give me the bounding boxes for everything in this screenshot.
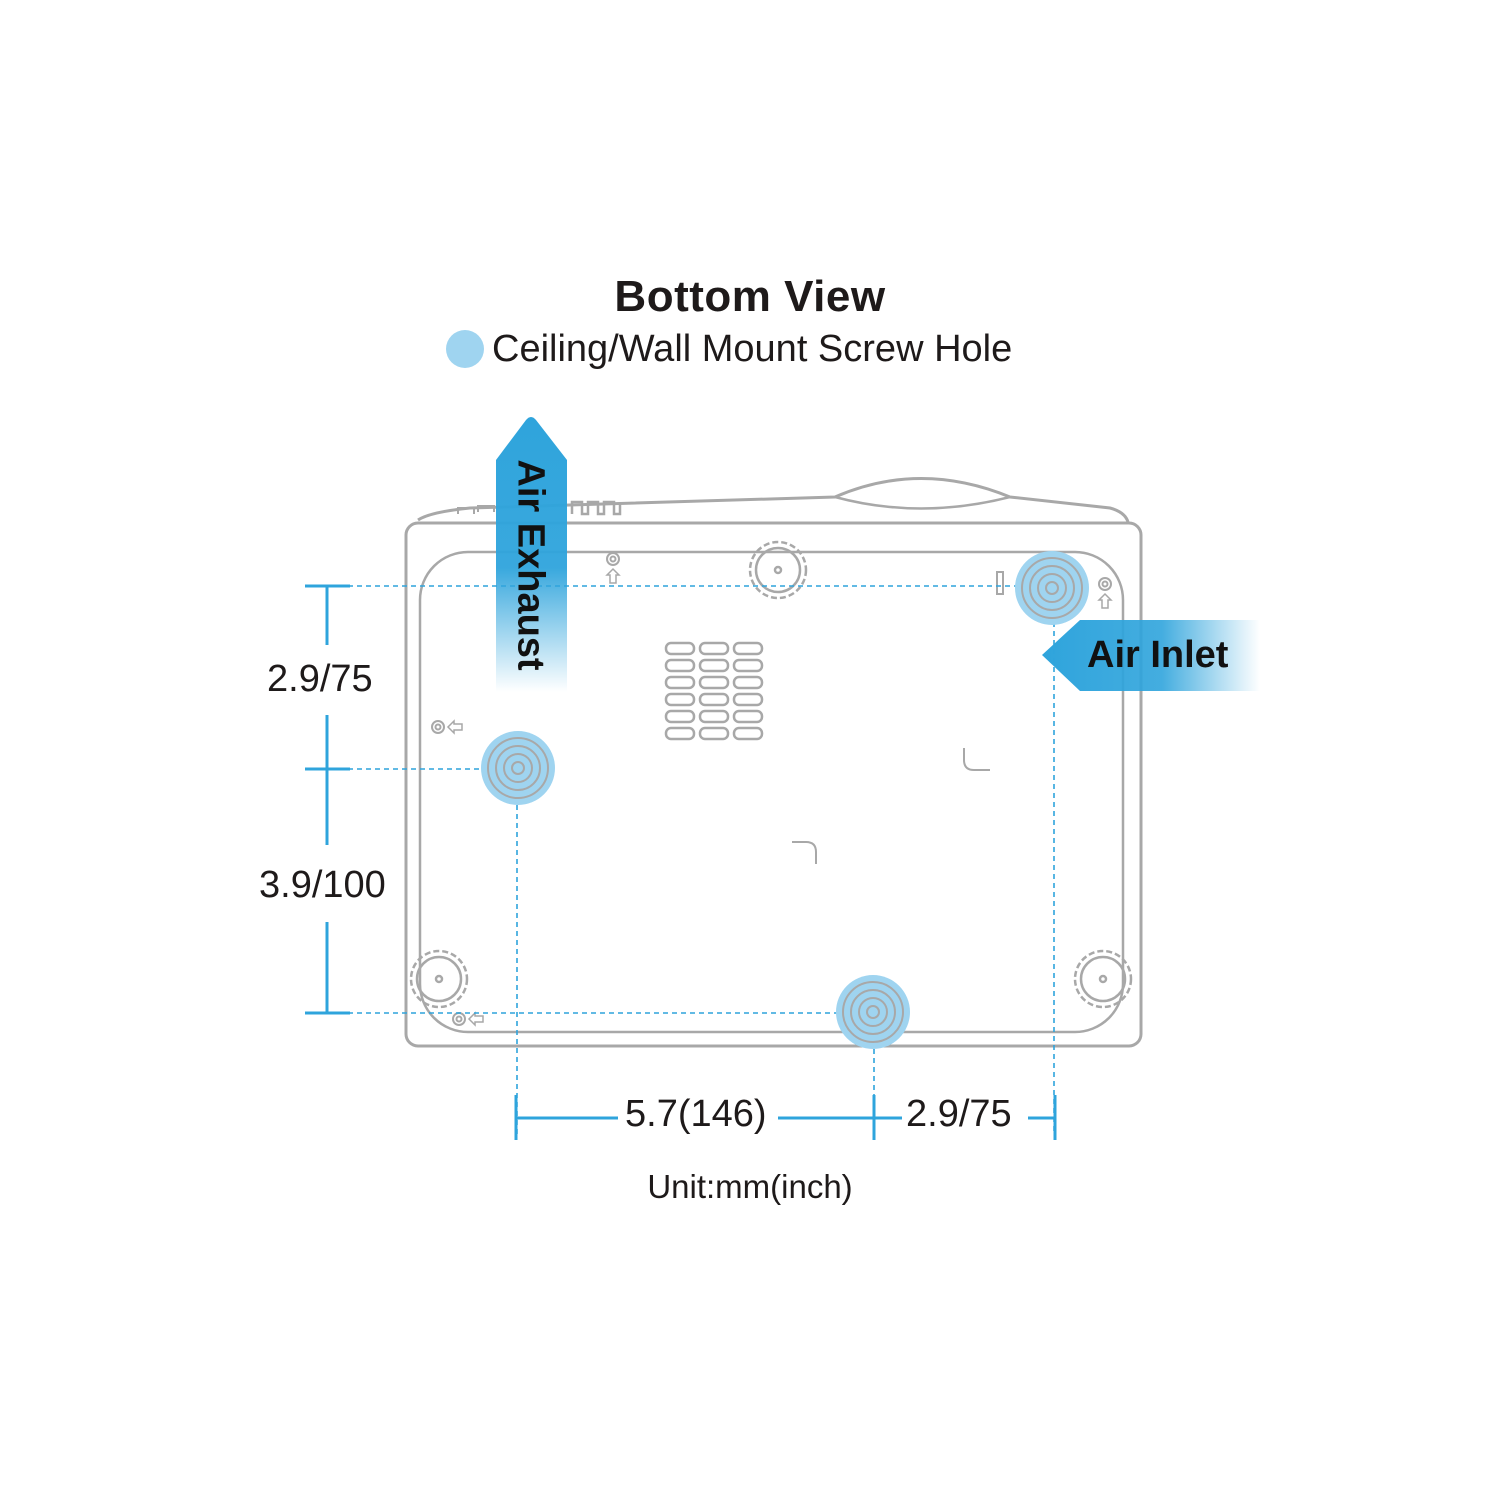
guide-lines <box>330 585 1055 1135</box>
air-exhaust-arrow <box>496 417 567 692</box>
unit-label: Unit:mm(inch) <box>647 1168 853 1205</box>
diagram-title: Bottom View <box>614 272 886 321</box>
air-inlet-arrow <box>1042 620 1260 691</box>
foot-bottom-left <box>409 949 469 1009</box>
dimension-lines <box>305 584 1057 1140</box>
dimension-bottom-right: 2.9/75 <box>906 1092 1012 1136</box>
projector-body <box>404 477 1143 1048</box>
foot-top-center <box>748 540 808 600</box>
foot-bottom-right <box>1073 949 1133 1009</box>
dimension-left-top: 2.9/75 <box>267 657 373 701</box>
legend: Ceiling/Wall Mount Screw Hole <box>446 324 1012 374</box>
screw-hole-bottom <box>836 975 910 1049</box>
screw-hole-legend-icon <box>446 330 484 368</box>
screw-hole-top-right <box>1015 551 1089 625</box>
dimension-bottom-left: 5.7(146) <box>625 1092 767 1136</box>
air-inlet-label: Air Inlet <box>1087 634 1229 676</box>
panel-details <box>431 552 1113 1027</box>
dimension-left-bottom: 3.9/100 <box>259 863 386 907</box>
screw-hole-left <box>481 731 555 805</box>
air-exhaust-label: Air Exhaust <box>509 459 552 671</box>
legend-label: Ceiling/Wall Mount Screw Hole <box>492 327 1013 370</box>
vent-grille <box>664 641 764 741</box>
